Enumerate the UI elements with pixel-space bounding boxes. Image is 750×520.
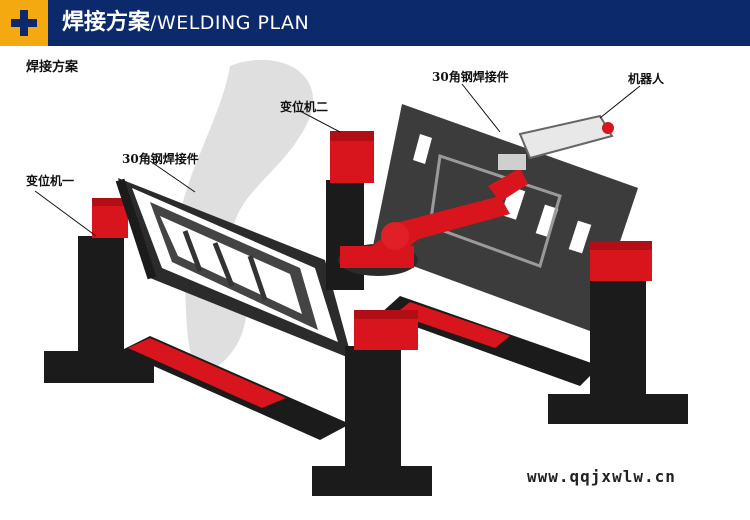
section-label: 焊接方案 xyxy=(26,60,79,75)
watermark: www.qqjxwlw.cn xyxy=(527,467,676,486)
label-workpiece-right: 30角钢焊接件 xyxy=(432,70,509,84)
page-title-cn: 焊接方案 xyxy=(62,10,151,35)
label-positioner-one: 变位机一 xyxy=(26,174,75,188)
page-title-en: /WELDING PLAN xyxy=(150,12,310,34)
page-title: 焊接方案/WELDING PLAN xyxy=(62,9,309,37)
label-robot: 机器人 xyxy=(628,72,665,86)
label-workpiece-left: 30角钢焊接件 xyxy=(122,152,199,166)
welding-diagram xyxy=(34,59,688,496)
label-positioner-two: 变位机二 xyxy=(280,100,329,114)
plus-icon xyxy=(0,0,48,46)
header-bar: 焊接方案/WELDING PLAN xyxy=(0,0,750,46)
